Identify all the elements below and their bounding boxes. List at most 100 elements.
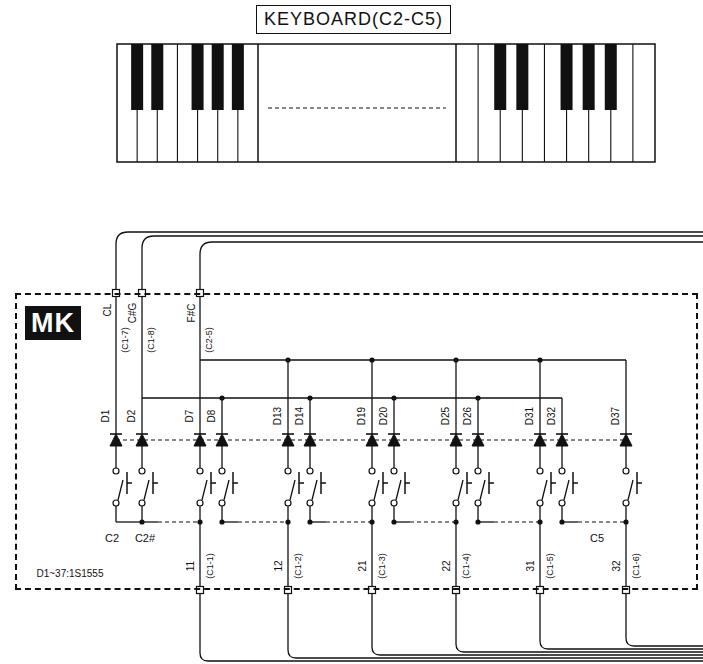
switch-blade <box>312 480 317 500</box>
pin-label: D14 <box>295 406 305 426</box>
omitted-keys-dash <box>238 521 288 522</box>
switch-contact <box>369 500 375 506</box>
black-key <box>583 44 595 110</box>
switch-wire <box>309 446 310 468</box>
switch-wire <box>141 446 142 468</box>
diode-symbol <box>194 434 206 446</box>
pin-label: D2 <box>127 409 137 424</box>
diode-symbol <box>366 434 378 446</box>
switch-pushbar <box>573 482 578 484</box>
diode-cathode-bar <box>110 433 122 435</box>
switch-wire <box>222 521 238 522</box>
switch-blade <box>290 480 295 500</box>
junction-dot <box>285 357 290 362</box>
switch-contact <box>475 468 481 474</box>
title-box: KEYBOARD(C2-C5) <box>256 5 451 34</box>
switch-blade <box>396 480 401 500</box>
drop-wire <box>393 398 394 434</box>
column-wire <box>287 506 288 586</box>
drop-wire <box>371 360 372 434</box>
keyboard-gap-dash <box>268 107 446 108</box>
drop-wire <box>287 360 288 434</box>
terminal-square <box>369 587 376 594</box>
omitted-keys-dash <box>578 521 626 522</box>
diode-cathode-bar <box>282 433 294 435</box>
pin-label: 12 <box>274 559 284 572</box>
keyboard-section-edge <box>257 44 259 162</box>
switch-contact <box>453 500 459 506</box>
pin-label: D7 <box>185 409 195 424</box>
terminal-square <box>285 587 292 594</box>
switch-wire <box>287 446 288 468</box>
diode-symbol <box>620 434 632 446</box>
pin-label: D26 <box>463 406 473 426</box>
diode-symbol <box>472 434 484 446</box>
row-wire <box>141 297 142 434</box>
junction-dot <box>219 395 224 400</box>
white-key-edge <box>544 44 545 162</box>
drop-wire <box>455 360 456 434</box>
omitted-keys-dash <box>410 521 456 522</box>
diode-cathode-bar <box>556 433 568 435</box>
diode-cathode-bar <box>534 433 546 435</box>
switch-contact <box>475 500 481 506</box>
switch-contact <box>369 468 375 474</box>
bus-wire <box>200 359 626 360</box>
switch-wire <box>199 446 200 468</box>
black-key <box>151 44 163 110</box>
switch-pushbar <box>551 482 556 484</box>
part-label: C5 <box>589 533 605 544</box>
switch-pushbar <box>467 482 472 484</box>
drop-wire <box>625 360 626 434</box>
title-text: KEYBOARD(C2-C5) <box>264 9 443 29</box>
switch-blade <box>542 480 547 500</box>
cable-wire <box>116 232 703 292</box>
pin-label: D1 <box>101 409 111 424</box>
column-wire <box>625 506 626 586</box>
switch-pushbar <box>211 482 216 484</box>
switch-wire <box>115 506 116 522</box>
switch-contact <box>307 468 313 474</box>
diode-symbol <box>534 434 546 446</box>
switch-wire <box>455 446 456 468</box>
switch-contact <box>139 468 145 474</box>
switch-blade <box>202 480 207 500</box>
white-key-edge <box>478 44 479 162</box>
switch-contact <box>537 500 543 506</box>
diode-cathode-bar <box>136 433 148 435</box>
switch-blade <box>480 480 485 500</box>
diode-symbol <box>282 434 294 446</box>
pin-label: (C1-3) <box>378 552 387 580</box>
pin-label: (C1-2) <box>294 552 303 580</box>
diode-cathode-bar <box>216 433 228 435</box>
switch-contact <box>113 500 119 506</box>
switch-blade <box>374 480 379 500</box>
cable-wire <box>626 594 703 646</box>
switch-wire <box>561 446 562 468</box>
pin-label: D25 <box>441 406 451 426</box>
black-key <box>494 44 506 110</box>
cable-wire <box>372 594 703 655</box>
switch-contact <box>559 468 565 474</box>
pin-label: (C2-5) <box>205 326 214 354</box>
switch-contact <box>285 500 291 506</box>
pin-label: D32 <box>547 406 557 426</box>
part-label: D1~37:1S1555 <box>35 569 104 579</box>
diode-cathode-bar <box>450 433 462 435</box>
cable-wire <box>142 236 703 292</box>
column-wire <box>455 506 456 586</box>
drop-wire <box>477 398 478 434</box>
switch-wire <box>115 446 116 468</box>
switch-blade <box>458 480 463 500</box>
pin-label: 31 <box>526 559 536 572</box>
cable-wire <box>200 594 703 661</box>
drop-wire <box>309 398 310 434</box>
switch-wire <box>625 446 626 468</box>
pin-label: 22 <box>442 559 452 572</box>
module-box: MK <box>15 293 698 590</box>
switch-contact <box>113 468 119 474</box>
pin-label: (C1-5) <box>546 552 555 580</box>
junction-dot <box>453 357 458 362</box>
black-key <box>131 44 143 110</box>
black-key <box>605 44 617 110</box>
